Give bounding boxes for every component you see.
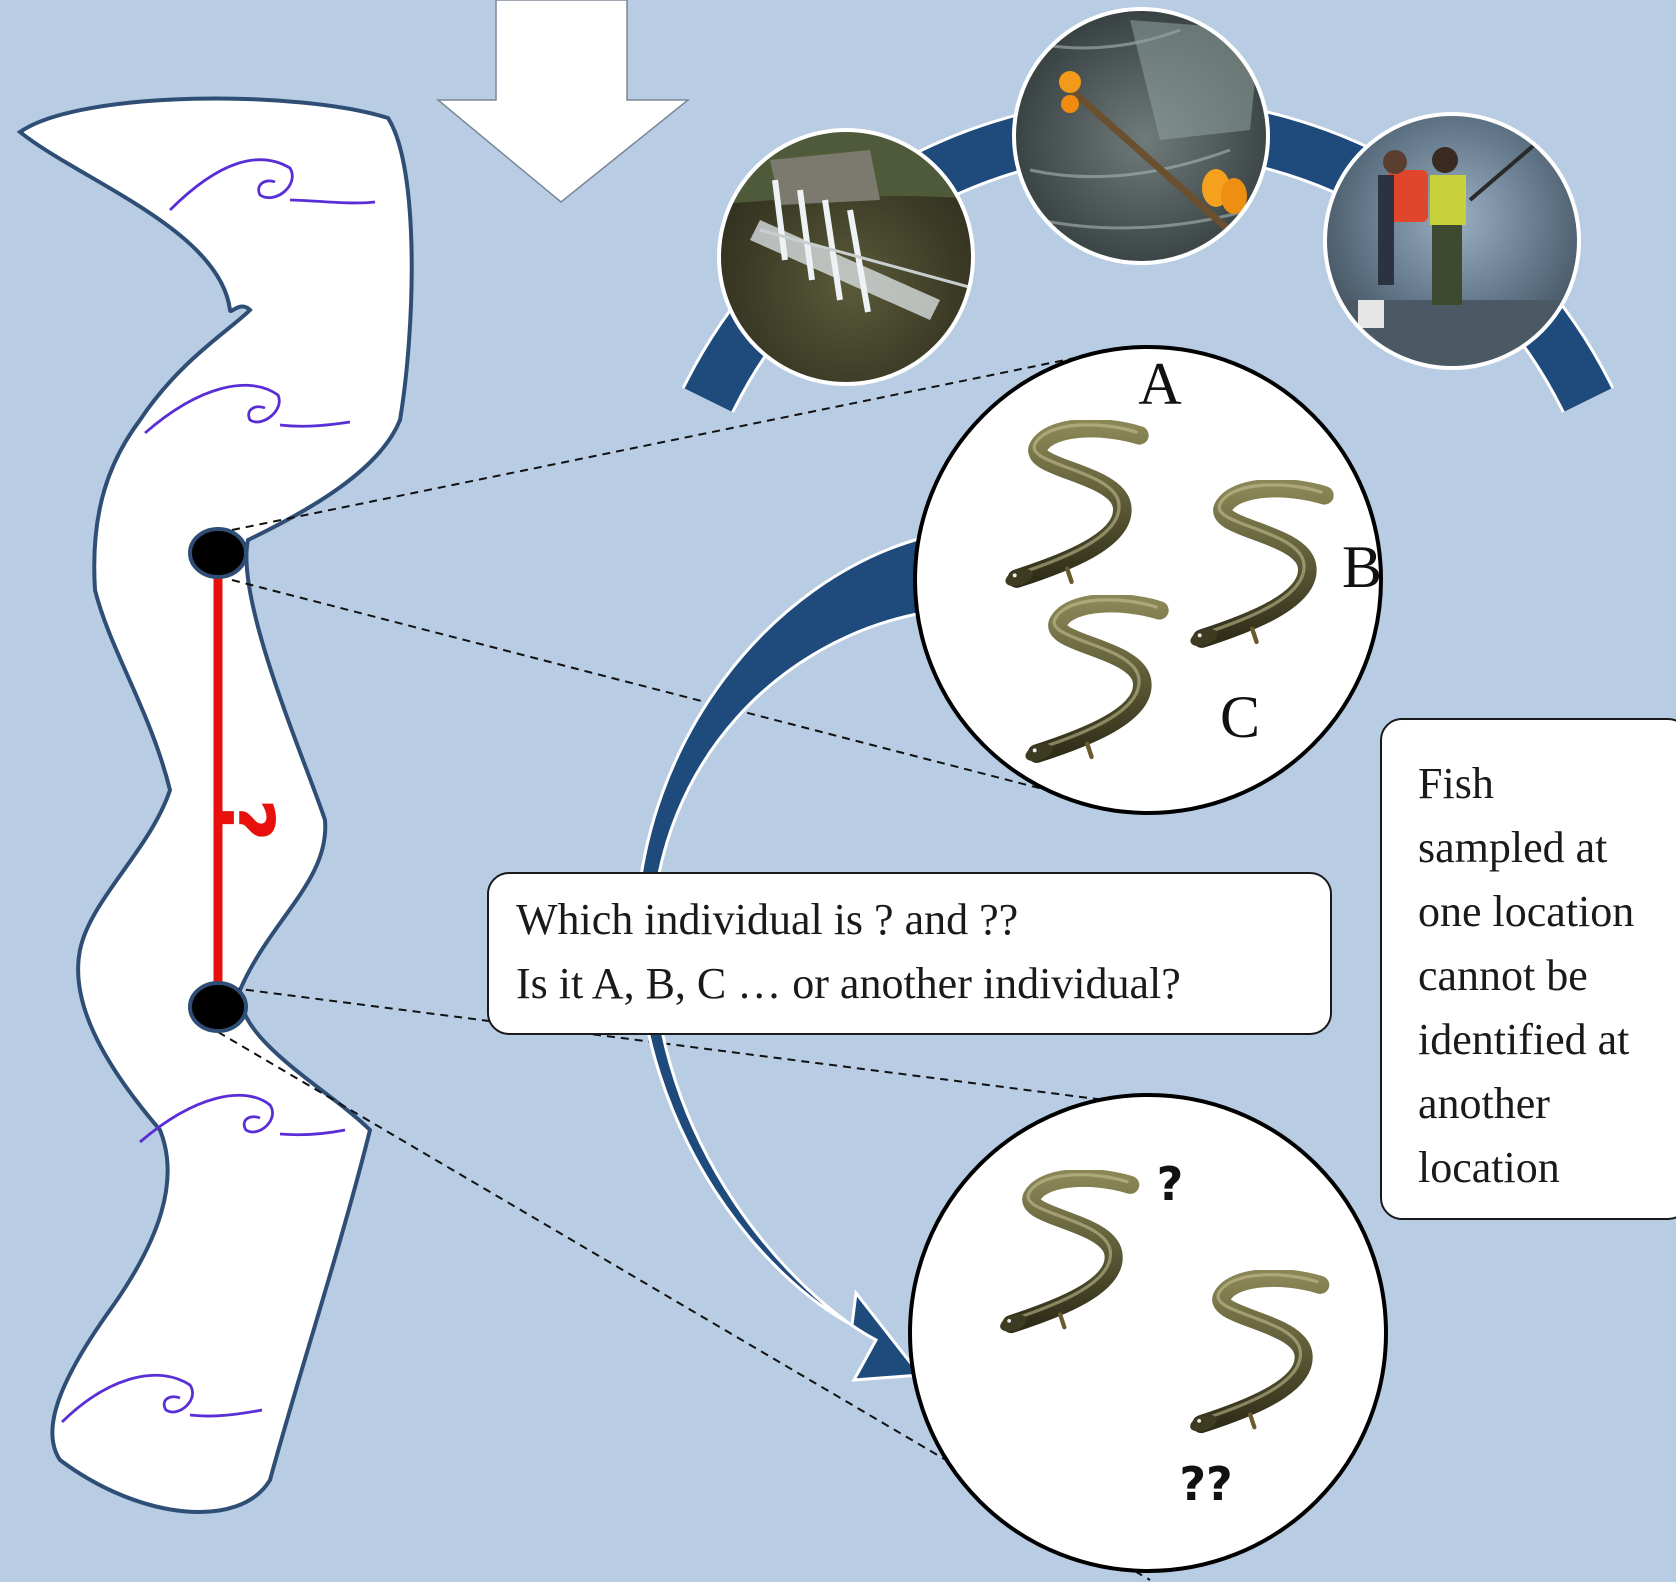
identification-note: Fish sampled at one location cannot be i… [1380,718,1676,1220]
question-line-2: Is it A, B, C … or another individual? [516,959,1181,1008]
note-line: one location [1418,887,1635,936]
wave-icon-2 [144,383,351,435]
downstream-sample-circle [908,1093,1388,1573]
downstream-sampling-point [188,981,248,1033]
upstream-sampling-point [188,527,248,579]
fyke-net-photo [717,128,975,386]
label-b: B [1342,534,1382,600]
wave-icon-1 [169,158,376,211]
note-line: Fish [1418,759,1494,808]
question-line-1: Which individual is ? and ?? [516,895,1019,944]
label-unknown-single: ? [1157,1157,1184,1211]
question-callout: Which individual is ? and ?? Is it A, B,… [487,872,1332,1035]
note-line: sampled at [1418,823,1608,872]
note-line: location [1418,1143,1560,1192]
note-line: another [1418,1079,1550,1128]
wave-icon-4 [61,1373,263,1424]
downward-arrow [435,0,691,203]
label-c: C [1220,684,1260,750]
label-unknown-double: ?? [1179,1457,1232,1511]
label-a: A [1138,351,1181,417]
note-line: cannot be [1418,951,1588,1000]
note-line: identified at [1418,1015,1630,1064]
trawl-net-photo [1012,7,1270,265]
unknown-link-label: ? [203,799,289,842]
upstream-sample-circle [913,345,1383,815]
wave-icon-3 [139,1093,346,1144]
